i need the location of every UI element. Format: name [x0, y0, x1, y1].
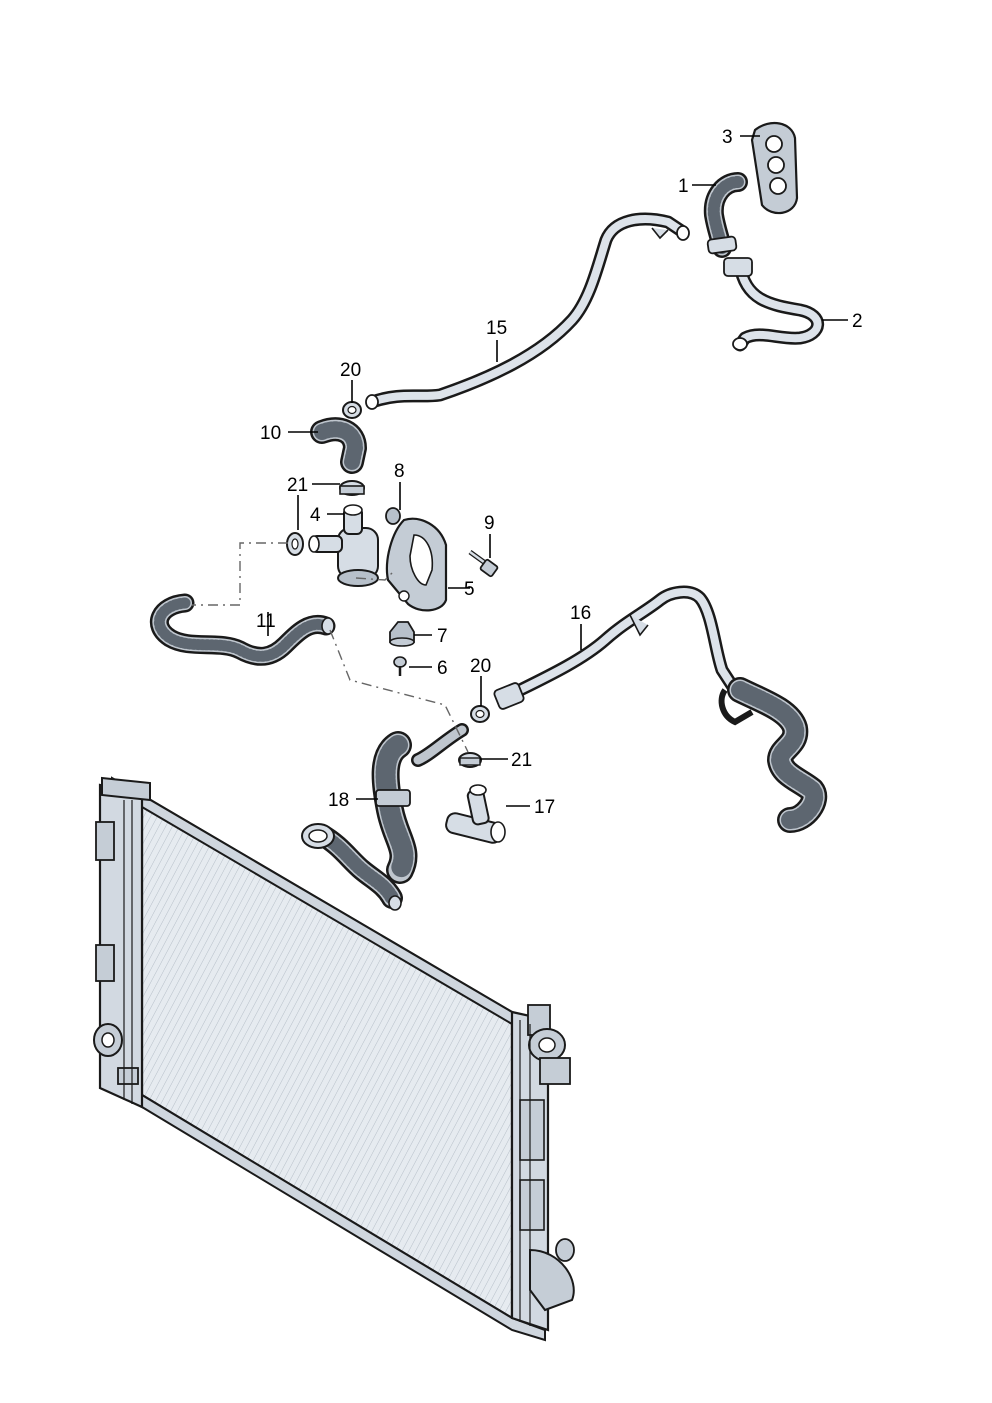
hose-10: [310, 417, 367, 474]
screw-6: [393, 656, 407, 676]
label-6: 6: [437, 658, 448, 679]
hose-16-end: [718, 677, 828, 833]
clamp-21-side: [286, 532, 304, 556]
water-pump-4: [308, 504, 379, 587]
label-18: 18: [328, 790, 349, 811]
label-15: 15: [486, 318, 507, 339]
hose-1: [703, 172, 748, 258]
coolant-pipe-16: [493, 585, 742, 710]
grommet-3: [750, 121, 799, 215]
label-16: 16: [570, 603, 591, 624]
label-21-upper: 21: [287, 475, 308, 496]
bolt-9: [468, 549, 499, 578]
label-11: 11: [256, 611, 276, 632]
grommet-8: [385, 507, 401, 525]
label-3: 3: [722, 127, 733, 148]
leader-lines: [267, 135, 848, 807]
hose-11: [149, 593, 336, 666]
mount-7: [389, 621, 415, 647]
label-4: 4: [310, 505, 321, 526]
assembly-lines: [192, 542, 469, 753]
clamp-21-lower: [458, 752, 482, 768]
pipe-2: [723, 257, 825, 352]
connector-17: [445, 784, 506, 844]
label-1: 1: [678, 176, 689, 197]
coolant-pipe-15: [365, 212, 690, 410]
radiator: [93, 776, 575, 1342]
callout-labels: 3 1 2 15 20 10 8 21 4 9 5 11 16 7 6 20 2…: [256, 127, 863, 818]
label-9: 9: [484, 513, 495, 534]
clamp-20-lower: [470, 705, 490, 723]
hose-18: [301, 723, 469, 911]
clamp-20-upper: [342, 401, 362, 419]
clamp-21-upper: [339, 480, 365, 496]
bracket-5: [385, 517, 448, 612]
label-21-lower: 21: [511, 750, 532, 771]
label-7: 7: [437, 626, 448, 647]
label-2: 2: [852, 311, 863, 332]
label-10: 10: [260, 423, 281, 444]
label-5: 5: [464, 579, 475, 600]
label-20-lower: 20: [470, 656, 491, 677]
label-17: 17: [534, 797, 555, 818]
label-8: 8: [394, 461, 405, 482]
label-20-upper: 20: [340, 360, 361, 381]
